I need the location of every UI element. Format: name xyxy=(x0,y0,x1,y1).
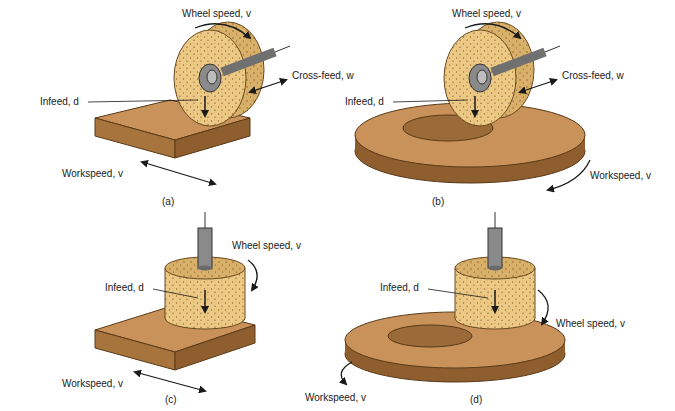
motion-label: Workspeed, v xyxy=(62,378,123,390)
motion-label: Wheel speed, v xyxy=(182,8,251,20)
panel-letter: (d) xyxy=(470,394,482,406)
motion-label: Infeed, d xyxy=(380,282,419,294)
panel-b xyxy=(355,22,590,190)
panel-a xyxy=(88,22,290,184)
motion-label: Wheel speed, v xyxy=(232,240,301,252)
motion-label: Cross-feed, w xyxy=(292,70,354,82)
panel-letter: (b) xyxy=(432,196,444,208)
panel-letter: (a) xyxy=(162,196,174,208)
panel-letter: (c) xyxy=(165,394,177,406)
motion-label: Wheel speed, v xyxy=(556,318,625,330)
motion-label: Wheel speed, v xyxy=(452,8,521,20)
motion-label: Workspeed, v xyxy=(305,392,366,404)
motion-label: Cross-feed, w xyxy=(562,70,624,82)
panel-d xyxy=(341,212,565,384)
motion-label: Workspeed, v xyxy=(62,168,123,180)
motion-label: Infeed, d xyxy=(105,282,144,294)
panel-c xyxy=(95,212,257,391)
motion-label: Workspeed, v xyxy=(590,170,651,182)
motion-label: Infeed, d xyxy=(40,96,79,108)
motion-label: Infeed, d xyxy=(345,96,384,108)
